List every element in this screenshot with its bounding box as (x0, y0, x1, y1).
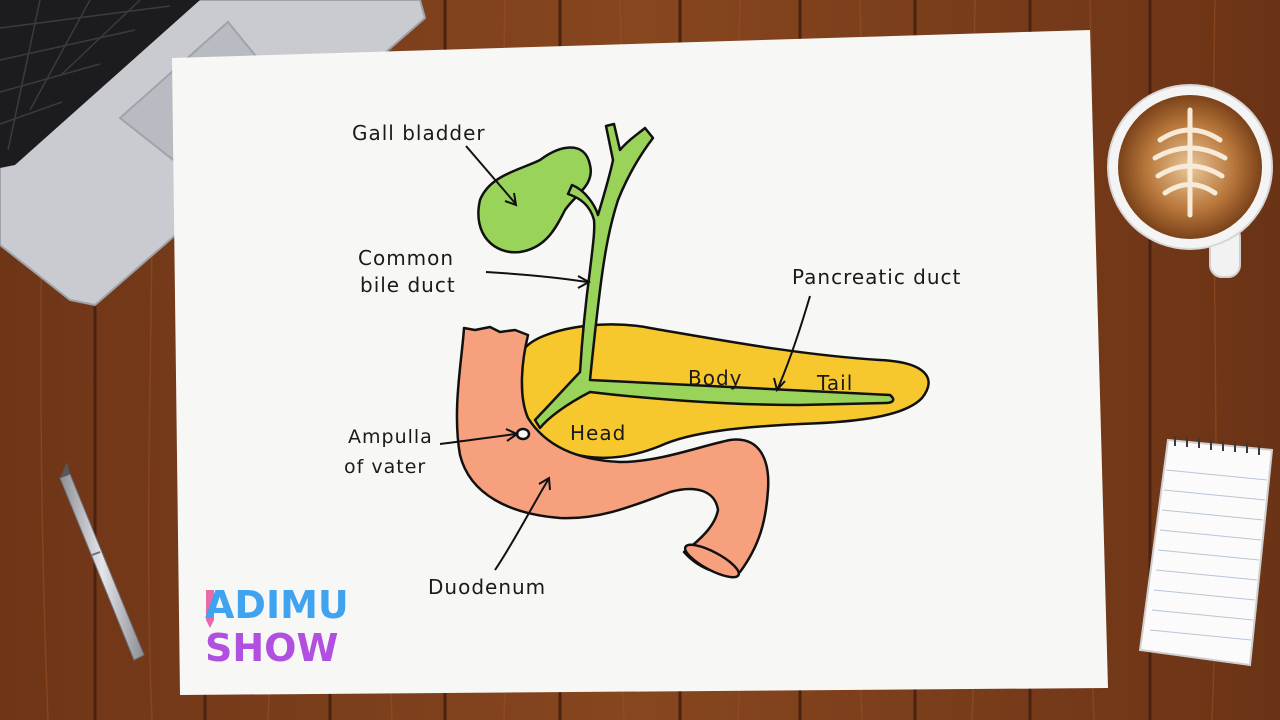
label-ampulla-line1: Ampulla (348, 426, 433, 448)
arrowhead-duodenum (538, 476, 551, 491)
pen (59, 462, 145, 661)
pencil-logo-icon (206, 590, 214, 628)
label-tail: Tail (816, 371, 853, 395)
notepad (1138, 436, 1274, 667)
label-duodenum: Duodenum (428, 575, 546, 599)
arrow-ampulla (439, 433, 516, 445)
brand-logo-line1: ADIMU (205, 583, 349, 627)
label-gall-bladder: Gall bladder (352, 121, 486, 145)
label-ampulla-line2: of vater (344, 456, 426, 478)
arrowhead-ampulla (505, 428, 520, 442)
pancreas-diagram (455, 122, 930, 579)
pointer-arrows (439, 145, 811, 571)
label-pancreatic-duct: Pancreatic duct (792, 265, 961, 289)
duodenum-end-opening (683, 543, 741, 579)
keyboard (0, 0, 200, 168)
label-head: Head (570, 421, 626, 445)
label-common-bile-duct-line1: Common (358, 246, 454, 270)
arrow-duodenum (494, 479, 549, 571)
arrow-gall-bladder (465, 145, 516, 204)
label-body: Body (688, 366, 743, 390)
arrow-common-bile-duct (485, 271, 588, 283)
brand-logo-line2: SHOW (205, 626, 339, 670)
label-common-bile-duct-line2: bile duct (360, 273, 456, 297)
arrowhead-pancreatic-duct (773, 377, 786, 393)
common-bile-duct (533, 122, 895, 430)
arrowhead-gall-bladder (504, 192, 518, 207)
coffee-cup (1107, 84, 1273, 278)
arrow-pancreatic-duct (777, 295, 811, 389)
arrowhead-common-bile-duct (577, 275, 592, 289)
latte-art (1152, 107, 1228, 218)
ampulla-of-vater (515, 427, 531, 441)
